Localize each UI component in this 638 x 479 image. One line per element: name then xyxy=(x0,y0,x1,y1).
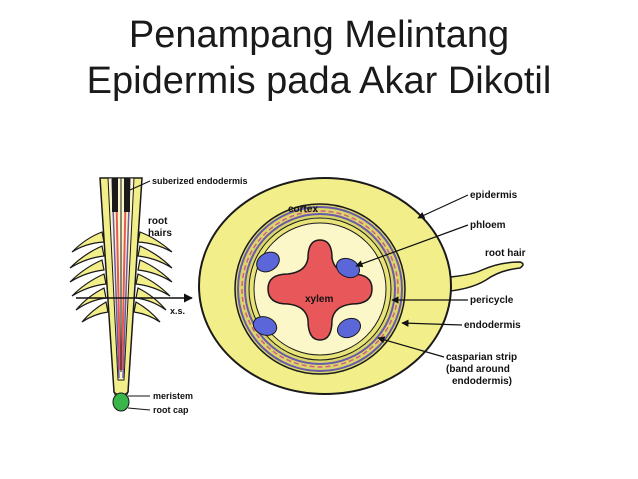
slide-title: Penampang Melintang Epidermis pada Akar … xyxy=(0,12,638,104)
label-root-cap: root cap xyxy=(153,405,189,415)
cross-section: cortex xylem xyxy=(198,177,524,395)
root-hairs-left xyxy=(69,231,109,323)
label-root-hairs-2: hairs xyxy=(148,228,172,239)
casparian-strip xyxy=(241,210,399,368)
label-casparian-3: endodermis) xyxy=(452,376,512,387)
label-phloem: phloem xyxy=(470,220,506,231)
title-line-1: Penampang Melintang xyxy=(128,14,510,56)
label-meristem: meristem xyxy=(153,391,193,401)
phloem-patches xyxy=(252,251,362,339)
title-line-2: Epidermis pada Akar Dikotil xyxy=(86,60,552,102)
label-epidermis: epidermis xyxy=(470,190,518,201)
label-xylem: xylem xyxy=(305,294,333,305)
left-labels: suberized endodermis root hairs x.s. mer… xyxy=(127,176,248,415)
root-hair-extension xyxy=(437,261,524,293)
label-casparian-1: casparian strip xyxy=(446,352,517,363)
label-cortex: cortex xyxy=(288,204,318,215)
root-hairs-right xyxy=(133,231,173,323)
label-xs: x.s. xyxy=(170,306,185,316)
label-suberized-endodermis: suberized endodermis xyxy=(152,176,248,186)
label-root-hairs-1: root xyxy=(148,216,168,227)
right-labels: epidermis phloem root hair pericycle end… xyxy=(355,190,526,387)
label-root-hair: root hair xyxy=(485,248,526,259)
longitudinal-root xyxy=(69,177,193,412)
label-pericycle: pericycle xyxy=(470,295,514,306)
label-endodermis: endodermis xyxy=(464,320,521,331)
label-casparian-2: (band around xyxy=(446,364,510,375)
